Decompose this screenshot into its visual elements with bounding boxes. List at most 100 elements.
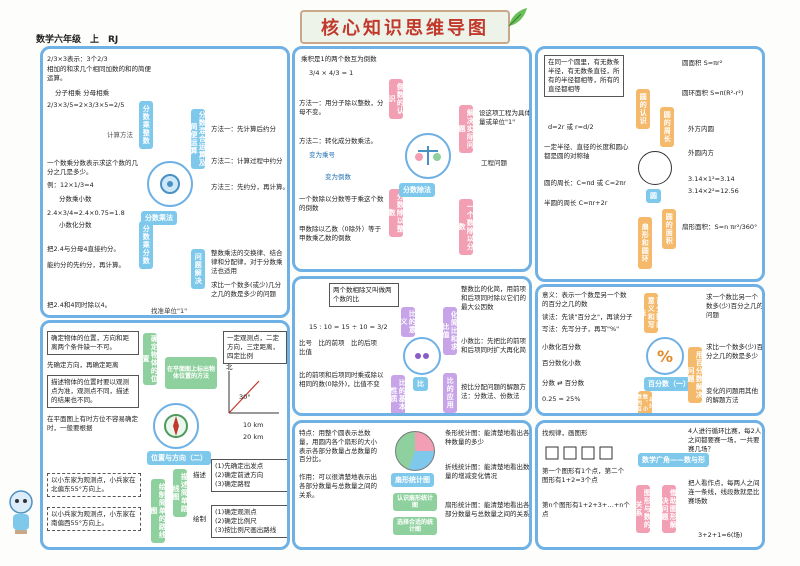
panel-fraction-multiplication: 2/3×3表示：3个2/3 相加的和求几个相同加数的和的简便运算。 分子相乘 分… (40, 46, 290, 318)
note: 小数化分数 (59, 221, 92, 229)
dot-pattern (545, 446, 613, 460)
note-box: 确定物体的位置，方向和距离两个条件缺一不可。 (47, 331, 139, 356)
node-draw-route: 绘制简单的路线图 (150, 479, 166, 543)
node-practical-problems: 解决实际问题 (458, 105, 474, 153)
node-circle-recognition: 圆的认识 (636, 89, 650, 129)
node-ratio-application: 比的应用 (443, 373, 457, 413)
note: 找准单位"1" (151, 307, 188, 315)
note-box: 两个数相除又叫做两个数的比 (329, 283, 399, 308)
note: 意义：表示一个数是另一个数的百分之几的数 (542, 291, 627, 308)
panel-percent: 意义：表示一个数是另一个数的百分之几的数 读法：先读"百分之"，再读分子 写法：… (535, 284, 765, 416)
note: 分数乘小数 (59, 195, 92, 203)
note: 圆的周长：C=πd 或 C=2πr (544, 179, 626, 187)
note: 半圆的周长 C=πr+2r (544, 199, 608, 207)
note: 30° (239, 393, 251, 401)
node-describe-route: 描述简单路线图 (172, 469, 188, 517)
note-box: 在同一个圆里，有无数条半径，有无数条直径，所有的半径都相等，所有的直径都相等 (544, 55, 624, 98)
note: 3/4 × 4/3 = 1 (309, 69, 354, 77)
note: 求一个数比另一个数多(少)百分之几的问题 (706, 293, 764, 319)
step: (1)确定观测点 (215, 508, 257, 516)
note: 能约分的先约分，再计算。 (47, 261, 125, 269)
note: 2/3×3/5=2×3/3×5=2/5 (47, 101, 125, 109)
note: 方法三：先约分，再计算。 (211, 183, 289, 191)
step: (3)按比例尺画出路线 (215, 526, 277, 535)
note: 分子相乘 分母相乘 (55, 89, 110, 97)
note: 一定半径、直径的长度和圆心都是圆的对称轴 (544, 143, 629, 160)
node-recognize-sector-chart: 认识扇形统计图 (393, 493, 437, 511)
note: 外圆内方 (688, 149, 714, 157)
note: 第一个图形有1个点，第二个图形有1+2=3个点 (542, 467, 625, 484)
note: 百分数化小数 (542, 359, 581, 367)
ratio-icon (415, 353, 429, 359)
node-problem-solving: 问题解决 (191, 249, 205, 289)
note: 2/3×3表示：3个2/3 (47, 55, 108, 63)
node-determine-position: 确定物体的位置 (142, 333, 159, 385)
note: 4人进行循环比赛，每2人之间都要赛一场，一共要赛几场？ (688, 427, 762, 453)
note: 甲数除以乙数（0除外）等于甲数乘乙数的倒数 (299, 225, 382, 242)
note-box: 描述物体的位置时要以观测点为准，观测点不同，描述的结果也不同。 (47, 375, 139, 409)
note: 方法二：计算过程中约分 (211, 157, 283, 165)
hub-label: 分数除法 (399, 183, 435, 197)
grade-label: 数学六年级 上 RJ (36, 35, 119, 45)
note: 方法一：用分子除以整数，分母不变。 (299, 99, 384, 116)
step: (2)确定前进方向 (215, 471, 264, 480)
hub-label: 圆 (646, 189, 661, 203)
note: 把2.4与分母4直接约分。 (47, 245, 120, 253)
circle-diagram-icon (638, 151, 672, 185)
node-sector-and-ring: 扇形和圆环 (638, 217, 652, 269)
note: 描述 (193, 471, 206, 479)
note: 20 km (243, 433, 264, 441)
note: 写法：先写分子，再写"%" (542, 325, 620, 333)
balance-icon (415, 146, 441, 165)
node-simplify-ratio: 化简比和求比值 (442, 307, 458, 355)
note: 比号 比的前项 比的后项 比值 (299, 339, 384, 356)
note: 变化的问题用其他的解题方法 (706, 387, 758, 404)
node-divide-by-fraction: 一个数除以分数 (458, 199, 474, 255)
note: 读法：先读"百分之"，再读分子 (542, 313, 633, 321)
note: 3.14×1²=3.14 (688, 175, 735, 183)
node-fraction-divide-integer: 分数除以整数 (388, 189, 404, 237)
node-fraction-times-fraction: 分数乘分数 (139, 221, 153, 269)
node-ratio-property: 比的基本性质 (390, 375, 406, 413)
route-describe-steps: (1)先确定出发点 (2)确定前进方向 (3)确定路程 (211, 459, 287, 493)
note: 第n个图形有1+2+3+…+n个点 (542, 501, 630, 518)
hub-label: 分数乘法 (141, 211, 177, 225)
step: (2)确定比例尺 (215, 517, 257, 526)
route-diagram (228, 371, 279, 414)
hub-label: 位置与方向（二） (147, 451, 211, 465)
hub-label: 百分数（一） (644, 377, 694, 391)
note: 求比一个数多(或少)几分之几的数是多少的问题 (211, 281, 282, 298)
note-box: 以小兵家为观测点，小东家在南偏西55°方向上。 (47, 507, 141, 532)
percent-icon: % (656, 346, 674, 366)
note: 10 km (243, 421, 264, 429)
hub-position (153, 403, 199, 449)
panel-ratio: 两个数相除又叫做两个数的比 15 : 10 = 15 ÷ 10 = 3/2 比号… (292, 276, 532, 416)
note: d=2r 或 r=d/2 (548, 123, 594, 131)
note: 北 (226, 363, 233, 371)
note: 比的前项和后项同时乘或除以相同的数(0除外)，比值不变 (299, 371, 384, 388)
note: 外方内圆 (688, 125, 714, 133)
note: 先确定方向，再确定距离 (47, 361, 119, 369)
node-fraction-times-integer: 分数乘整数 (139, 101, 153, 149)
hub-label: 扇形统计图 (391, 473, 434, 487)
note: 按比分配问题的解题方法：分数法、份数法 (461, 383, 526, 400)
panel-fraction-division: 乘积是1的两个数互为倒数 3/4 × 4/3 = 1 方法一：用分子除以整数，分… (292, 46, 532, 272)
note: 条形统计图：能清楚地看出各种数量的多少 (445, 429, 530, 446)
node-percent-meaning: 百分数的意义和写法 (639, 293, 664, 333)
note: 变为乘号 (309, 151, 335, 159)
note: 变为倒数 (325, 173, 351, 181)
note: 特点：用整个圆表示总数量，用圆内各个扇形的大小表示各部分数量占总数量的百分比。 (299, 429, 377, 464)
node-reciprocal: 倒数的认识 (388, 79, 404, 119)
note: 扇形统计图：能清楚地看出各部分数量与总数量之间的关系 (445, 501, 530, 518)
note: 一个数除以分数等于乘这个数的倒数 (299, 195, 384, 212)
note: 整数乘法的交换律、结合律和分配律，对于分数乘法也适用 (211, 249, 283, 275)
note: 方法二：转化成分数乘法。 (299, 137, 377, 145)
node-percent-conversion: 百分数与分数、小数的互化 (630, 391, 660, 413)
page-title: 核心知识思维导图 (321, 18, 489, 39)
note: 圆环面积 S=π(R²-r²) (682, 89, 744, 97)
note-box: 一定观测点，二定方向，三定距离，四定比例 (223, 331, 287, 365)
note: 绘制 (193, 515, 206, 523)
note: 设这项工程为具体量或单位"1" (479, 109, 531, 126)
title-banner: 核心知识思维导图 (300, 10, 510, 44)
node-circle-area: 圆的面积 (662, 209, 676, 249)
